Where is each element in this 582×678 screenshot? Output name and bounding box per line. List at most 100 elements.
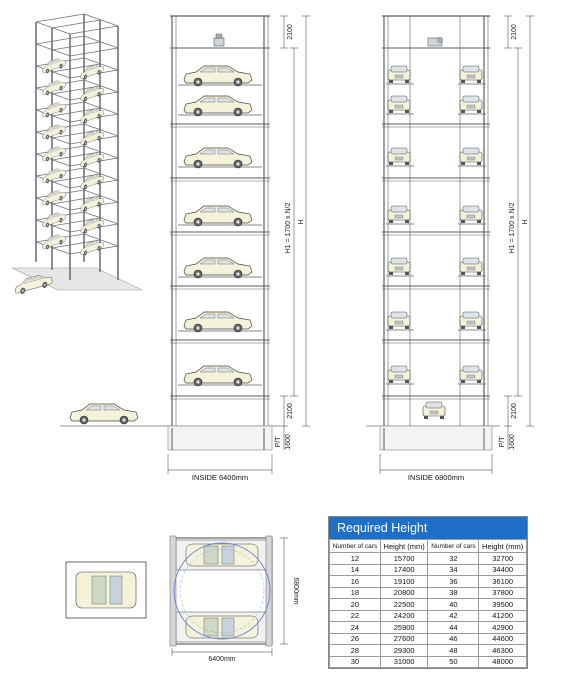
parked-car-icon [183,95,253,117]
front-pit-label: P/T [275,436,282,448]
table-cell: 44 [427,621,480,634]
entry-car-icon [69,403,139,425]
table-cell: 34 [427,563,480,576]
front-pit-dim: 1600 [285,434,292,450]
table-cell: 44600 [478,632,527,645]
parked-car-front-icon [459,95,483,114]
plan-width-label: 6400mm [208,656,235,663]
table-cell: 34400 [478,563,527,576]
table-cell: 16 [329,575,381,588]
table-cell: 30 [329,655,381,668]
turntable-circle [173,542,271,640]
table-cell: 37800 [478,586,527,599]
table-cell: 24200 [379,609,429,622]
table-header-row: Number of cars Height (mm) Number of car… [329,539,527,553]
front-bottom-dim: 2100 [287,403,294,419]
parked-car-icon [183,257,253,279]
side-entry-car-icon [422,401,446,420]
table-cell: 38 [427,586,480,599]
table-cell: 22500 [379,598,429,611]
table-cell: 42 [427,609,480,622]
table-cell: 25900 [379,621,429,634]
table-cell: 26 [329,632,381,645]
parked-car-icon [183,147,253,169]
parked-car-front-icon [387,257,411,276]
table-cell: 40 [427,598,480,611]
plan-car-bottom-icon [185,615,259,639]
plan-entry-car-icon [75,571,137,609]
parked-car-icon [183,205,253,227]
side-elevation: 2100 2100 H1 = 1700 x N/2 H P/T 1600 INS… [366,15,534,482]
table-cell: 50 [427,655,480,668]
parked-car-front-icon [459,205,483,224]
front-width-label: INSIDE 6400mm [192,473,248,482]
parked-car-front-icon [459,257,483,276]
table-cell: 46 [427,632,480,645]
col-height-2: Height (mm) [478,539,527,553]
table-cell: 19100 [379,575,429,588]
parked-car-front-icon [387,205,411,224]
plan-view: 6400mm 6800mm [65,535,299,663]
side-width-label: INSIDE 6800mm [408,473,464,482]
table-cell: 12 [329,552,381,565]
parked-car-front-icon [459,147,483,166]
parked-car-icon [183,365,253,387]
table-cell: 17400 [379,563,429,576]
table-cell: 14 [329,563,381,576]
table-cell: 22 [329,609,381,622]
table-cell: 20800 [379,586,429,599]
top-machine-icon [213,33,225,47]
side-h1-formula: H1 = 1700 x N/2 [509,203,516,254]
parked-car-front-icon [387,147,411,166]
plan-depth-label: 6800mm [292,577,299,604]
parked-car-front-icon [387,95,411,114]
side-top-dim: 2100 [511,24,518,40]
required-height-grid: Number of cars Height (mm) Number of car… [329,539,527,668]
parked-car-front-icon [459,365,483,384]
front-top-dim: 2100 [287,24,294,40]
front-h-label: H [298,219,305,224]
front-h1-formula: H1 = 1700 x N/2 [285,203,292,254]
required-height-table: Required Height Number of cars Height (m… [328,516,528,669]
table-cell: 48000 [478,655,527,668]
col-number-of-cars-1: Number of cars [329,539,381,553]
side-h-label: H [522,219,529,224]
parked-car-front-icon [387,65,411,84]
plan-car-top-icon [185,543,259,567]
col-height-1: Height (mm) [379,539,429,553]
table-cell: 39500 [478,598,527,611]
side-bottom-dim: 2100 [511,403,518,419]
table-cell: 36 [427,575,480,588]
parked-car-front-icon [459,311,483,330]
isometric-tower [11,13,143,297]
parked-car-front-icon [387,365,411,384]
side-pit-label: P/T [499,436,506,448]
table-cell: 36100 [478,575,527,588]
side-top-machine-icon [427,37,443,47]
table-cell: 31000 [379,655,429,668]
parked-car-icon [183,311,253,333]
side-pit-dim: 1600 [509,434,516,450]
table-cell: 46300 [478,644,527,657]
table-cell: 28 [329,644,381,657]
table-cell: 41200 [478,609,527,622]
table-cell: 15700 [379,552,429,565]
table-cell: 48 [427,644,480,657]
front-elevation: 2100 2100 H1 = 1700 x N/2 H P/T 1600 INS… [60,15,310,482]
table-cell: 32700 [478,552,527,565]
table-cell: 32 [427,552,480,565]
parked-car-front-icon [459,65,483,84]
required-height-title: Required Height [329,517,527,539]
parked-car-front-icon [387,311,411,330]
